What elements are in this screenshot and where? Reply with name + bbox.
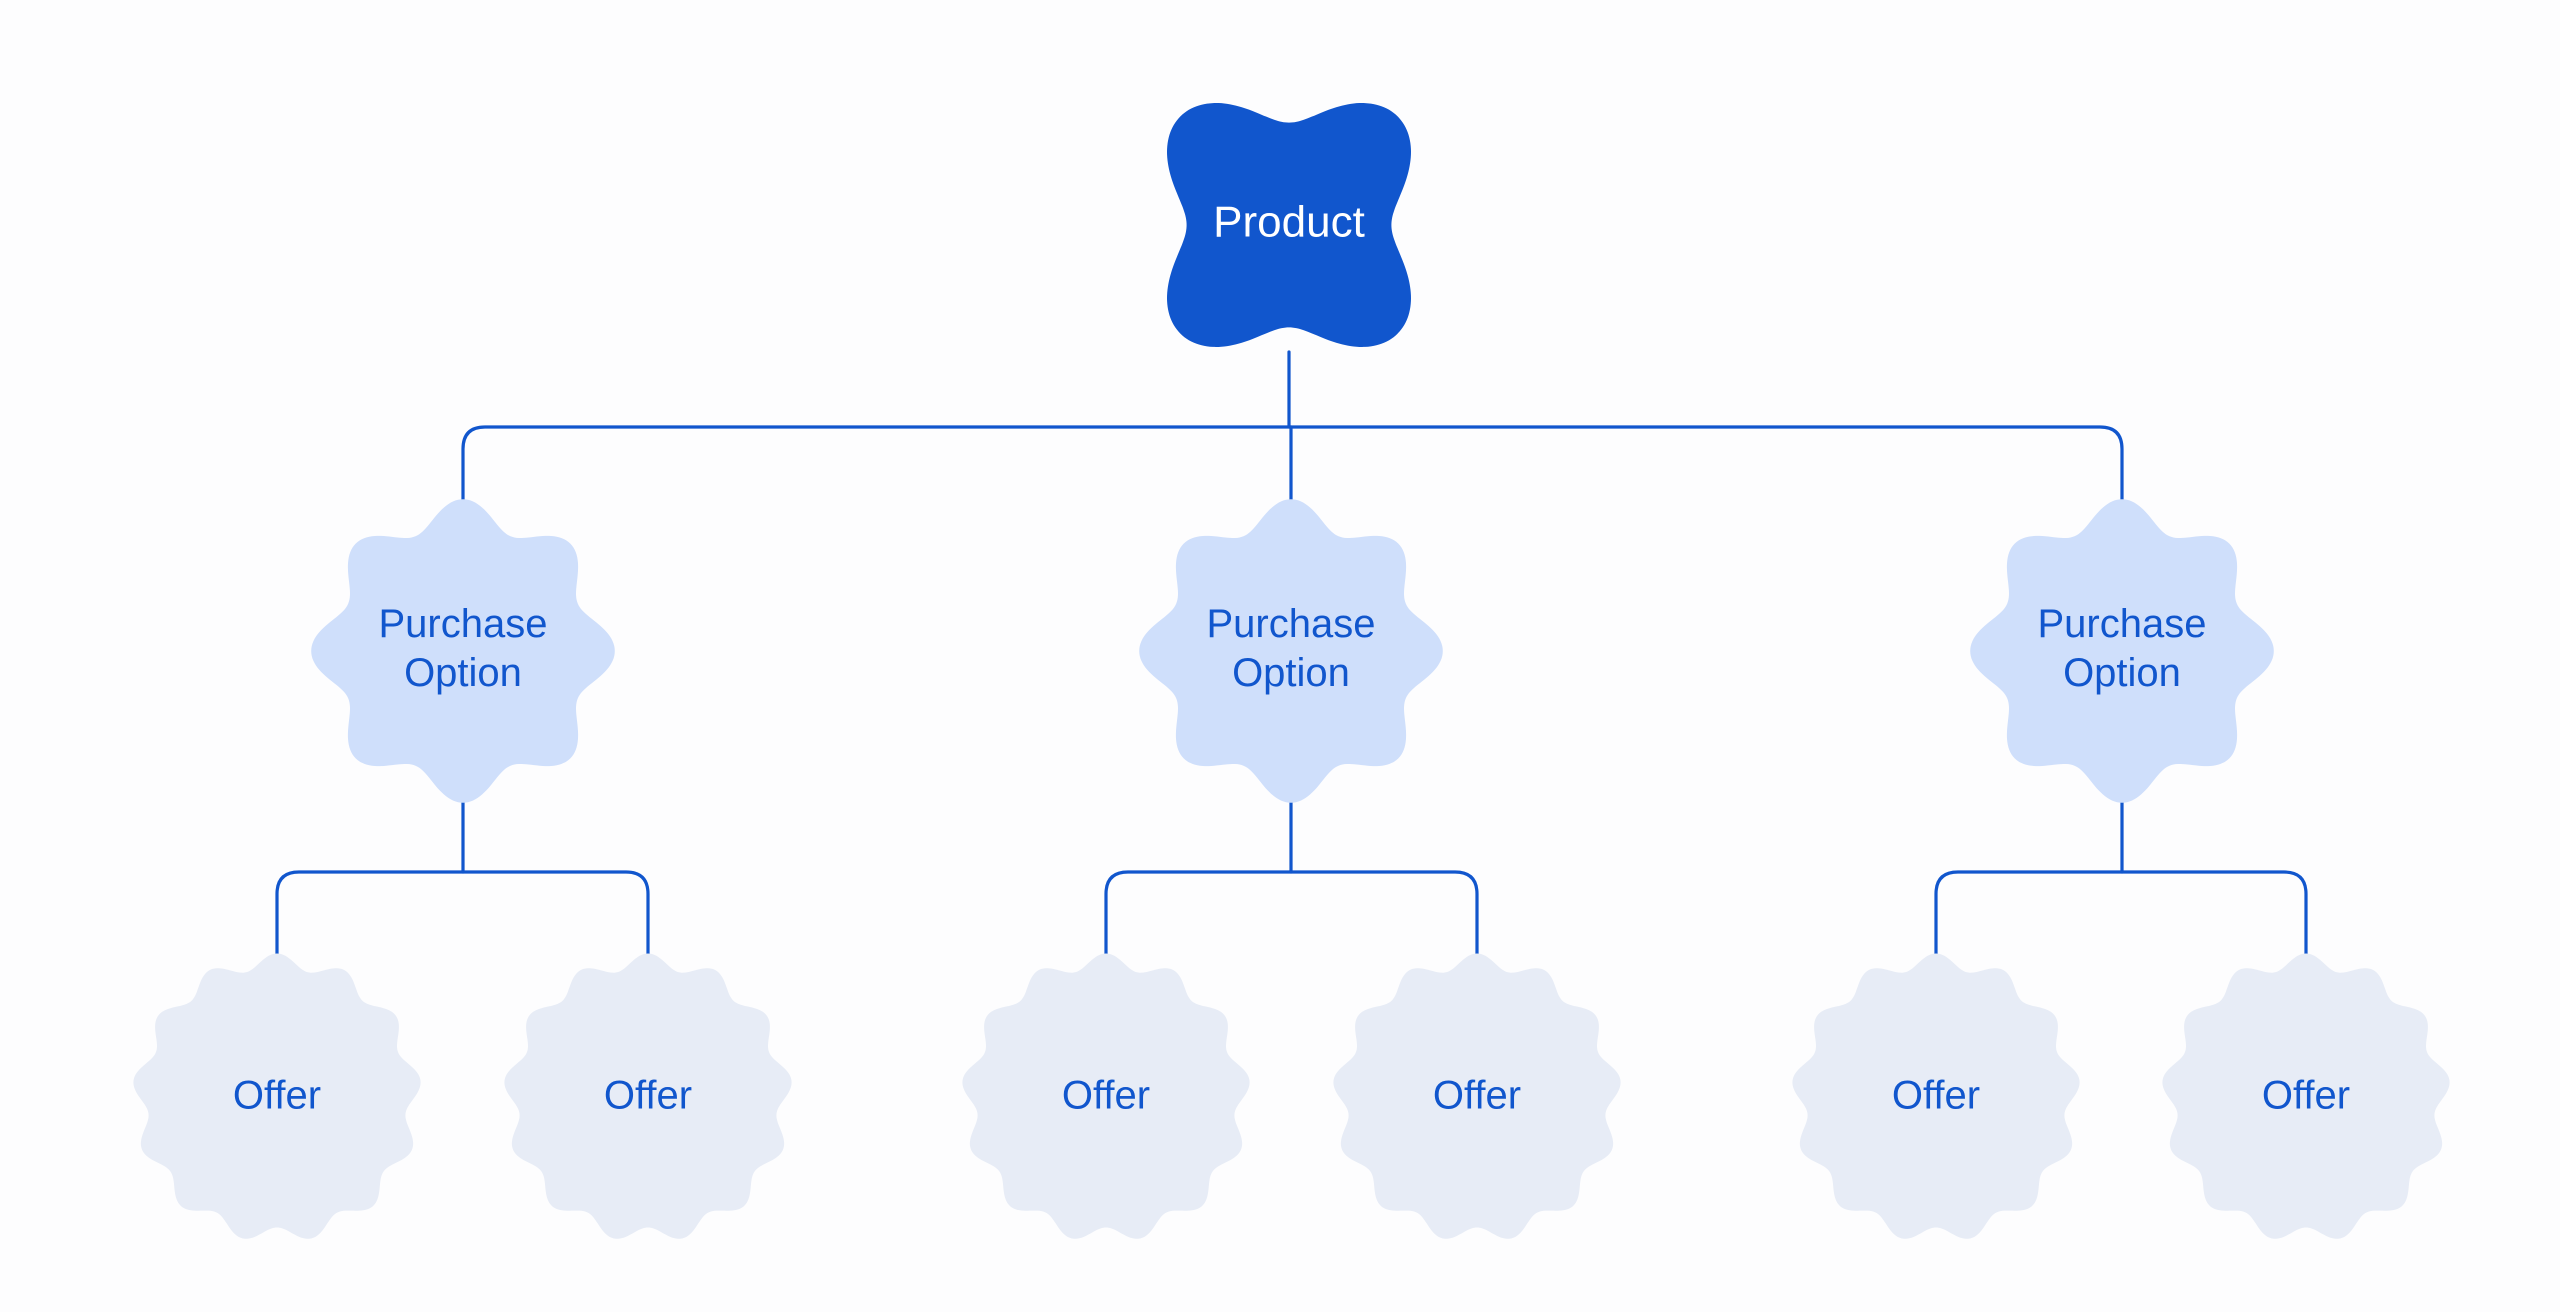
connector-bus	[275, 870, 650, 964]
node-label-offer-1-1: Offer	[233, 1074, 321, 1118]
offer-node-shape	[133, 953, 421, 1239]
edge-group-option-1-to-offers	[275, 784, 650, 964]
node-label-purchase-option-3: Purchase	[2038, 602, 2207, 646]
edge-group-option-3-to-offers	[1934, 784, 2308, 964]
connector-bus	[1104, 870, 1479, 964]
node-product[interactable]: Product	[1167, 103, 1411, 347]
node-offer-2-2[interactable]: Offer	[1333, 953, 1621, 1239]
offer-node-shape	[504, 953, 792, 1239]
offer-node-shape	[1333, 953, 1621, 1239]
node-layer: Offer Offer Offer Offer Offer Offer PurchaseOp…	[133, 103, 2450, 1239]
node-label-offer-3-1: Offer	[1892, 1074, 1980, 1118]
node-label-purchase-option-3: Option	[2063, 651, 2181, 695]
node-offer-1-1[interactable]: Offer	[133, 953, 421, 1239]
node-label-offer-1-2: Offer	[604, 1074, 692, 1118]
purchase-option-node-shape	[311, 499, 615, 803]
offer-node-shape	[1792, 953, 2080, 1239]
node-label-purchase-option-2: Option	[1232, 651, 1350, 695]
offer-node-shape	[962, 953, 1250, 1239]
purchase-option-node-shape	[1970, 499, 2274, 803]
connector-bus	[1934, 870, 2308, 964]
node-label-product: Product	[1213, 198, 1365, 247]
node-label-offer-3-2: Offer	[2262, 1074, 2350, 1118]
node-offer-3-2[interactable]: Offer	[2162, 953, 2450, 1239]
offer-node-shape	[2162, 953, 2450, 1239]
node-label-purchase-option-1: Purchase	[379, 602, 548, 646]
node-offer-1-2[interactable]: Offer	[504, 953, 792, 1239]
product-node-shape	[1167, 103, 1411, 347]
node-offer-2-1[interactable]: Offer	[962, 953, 1250, 1239]
edge-group-product-to-options	[461, 350, 2124, 518]
node-offer-3-1[interactable]: Offer	[1792, 953, 2080, 1239]
edge-group-option-2-to-offers	[1104, 784, 1479, 964]
purchase-option-node-shape	[1139, 499, 1443, 803]
node-label-offer-2-2: Offer	[1433, 1074, 1521, 1118]
node-label-purchase-option-2: Purchase	[1207, 602, 1376, 646]
node-label-purchase-option-1: Option	[404, 651, 522, 695]
node-label-offer-2-1: Offer	[1062, 1074, 1150, 1118]
